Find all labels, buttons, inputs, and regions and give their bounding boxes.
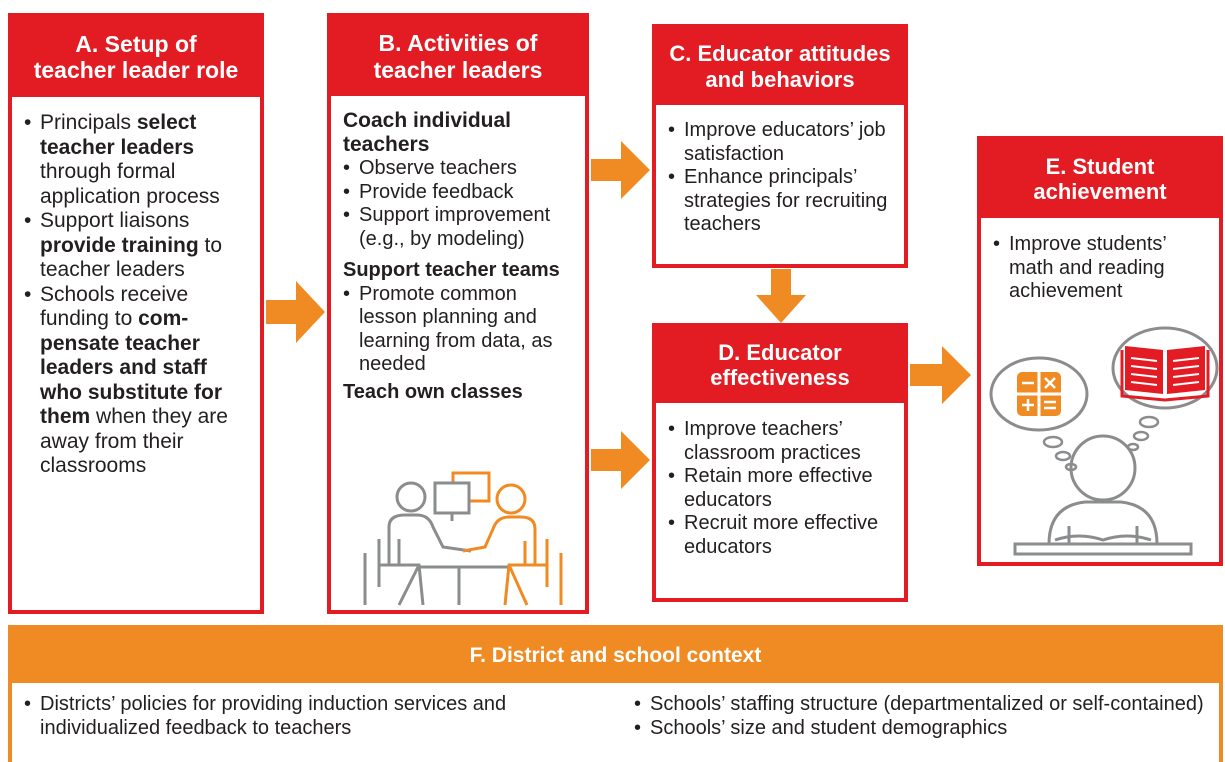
coach-item: Support improvement (e.g., by modeling): [343, 204, 575, 251]
coach-heading: Coach individual teachers: [343, 109, 512, 156]
box-f-right-column: Schools’ staffing structure (departmenta…: [624, 693, 1209, 740]
box-f-right-list: Schools’ staffing structure (departmenta…: [634, 693, 1209, 740]
thought-bubble-icon: [1111, 326, 1219, 452]
box-f-left-list: Districts’ policies for providing induct…: [24, 693, 624, 740]
coach-list: Observe teachers Provide feedback Suppor…: [343, 157, 575, 251]
box-a-item2-pre: Support liaisons: [40, 209, 190, 232]
coach-item: Provide feedback: [343, 181, 575, 205]
box-c-title-line2: and behaviors: [705, 66, 855, 92]
box-d-item: Recruit more effective educators: [668, 512, 894, 559]
box-a-item1-pre: Principals: [40, 111, 137, 134]
teams-list: Promote common lesson planning and learn…: [343, 283, 575, 377]
box-a-item: Schools receive funding to com-pensate t…: [24, 283, 250, 479]
box-e-item: Improve students’ math and reading achie…: [993, 233, 1209, 304]
box-d-title: D. Educator effectiveness: [656, 327, 904, 403]
box-a-item3-bold: com-pensate teacher leaders and staff wh…: [40, 307, 222, 428]
box-d-item: Retain more effective educators: [668, 465, 894, 512]
box-e-student-achievement: E. Student achievement Improve students’…: [977, 136, 1223, 566]
coach-item: Observe teachers: [343, 157, 575, 181]
box-e-title-line2: achievement: [1033, 179, 1167, 204]
box-a-item2-bold: provide training: [40, 233, 199, 257]
arrow-right-icon: [591, 141, 650, 199]
box-a-body: Principals select teacher leaders throug…: [12, 97, 260, 479]
box-a-item1-bold: select teacher leaders: [40, 111, 197, 159]
box-c-educator-attitudes-and-behaviors: C. Educator attitudes and behaviors Impr…: [652, 24, 908, 268]
arrow-down-icon: [756, 269, 806, 323]
box-b-body: Coach individual teachers Observe teache…: [331, 96, 585, 404]
box-a-item3-post: when they are away from their classrooms: [40, 405, 228, 477]
box-d-item: Improve teachers’ classroom practices: [668, 418, 894, 465]
box-c-item: Improve educators’ job satisfaction: [668, 119, 894, 166]
box-f-item: Schools’ staffing structure (departmenta…: [634, 693, 1209, 717]
box-a-item2-post: to teacher leaders: [40, 233, 223, 282]
box-b-title: B. Activities of teacher leaders: [331, 17, 585, 96]
box-c-body: Improve educators’ job satisfaction Enha…: [656, 105, 904, 237]
box-f-item: Schools’ size and student demographics: [634, 717, 1209, 741]
box-a-title-line2: teacher leader role: [33, 57, 239, 83]
box-a-item: Principals select teacher leaders throug…: [24, 111, 250, 209]
teams-item: Promote common lesson planning and learn…: [343, 283, 575, 377]
box-f-title: F. District and school context: [12, 629, 1219, 683]
box-f-columns: Districts’ policies for providing induct…: [12, 683, 1219, 740]
arrow-right-icon: [910, 346, 971, 404]
calculator-icon: [1017, 372, 1061, 416]
box-c-title-line1: C. Educator attitudes: [669, 41, 891, 67]
box-d-title-line2: effectiveness: [710, 365, 850, 390]
arrow-right-icon: [266, 281, 325, 343]
box-b-activities-of-teacher-leaders: B. Activities of teacher leaders Coach i…: [327, 13, 589, 614]
box-a-item3-pre: Schools receive funding to: [40, 282, 189, 331]
box-a-title: A. Setup of teacher leader role: [12, 17, 260, 97]
box-e-title-line1: E. Student: [1045, 153, 1155, 179]
box-b-title-line2: teacher leaders: [373, 56, 543, 83]
teams-heading: Support teacher teams: [343, 259, 560, 281]
box-b-title-line1: B. Activities of: [378, 30, 538, 57]
teach-heading: Teach own classes: [343, 380, 523, 403]
box-f-left-column: Districts’ policies for providing induct…: [24, 693, 624, 740]
box-a-list: Principals select teacher leaders throug…: [24, 111, 250, 479]
box-a-setup-of-teacher-leader-role: A. Setup of teacher leader role Principa…: [8, 13, 264, 614]
book-icon: [1120, 346, 1210, 402]
box-c-list: Improve educators’ job satisfaction Enha…: [668, 119, 894, 237]
box-d-list: Improve teachers’ classroom practices Re…: [668, 418, 894, 559]
box-a-item1-post: through formal application process: [40, 160, 220, 208]
box-c-item: Enhance principals’ strategies for recru…: [668, 166, 894, 237]
student-reading-icon: [989, 326, 1219, 556]
box-a-title-line1: A. Setup of: [75, 30, 197, 57]
box-e-body: Improve students’ math and reading achie…: [981, 218, 1219, 304]
arrow-right-icon: [591, 431, 650, 489]
box-f-district-and-school-context: F. District and school context Districts…: [8, 625, 1223, 762]
box-c-title: C. Educator attitudes and behaviors: [656, 28, 904, 105]
box-a-item: Support liaisons provide training to tea…: [24, 209, 250, 283]
box-d-title-line1: D. Educator: [718, 339, 842, 365]
box-d-educator-effectiveness: D. Educator effectiveness Improve teache…: [652, 323, 908, 602]
box-e-list: Improve students’ math and reading achie…: [993, 233, 1209, 304]
box-e-title: E. Student achievement: [981, 140, 1219, 218]
box-d-body: Improve teachers’ classroom practices Re…: [656, 403, 904, 559]
teachers-collaborating-icon: [363, 471, 563, 606]
box-f-item: Districts’ policies for providing induct…: [24, 693, 624, 740]
